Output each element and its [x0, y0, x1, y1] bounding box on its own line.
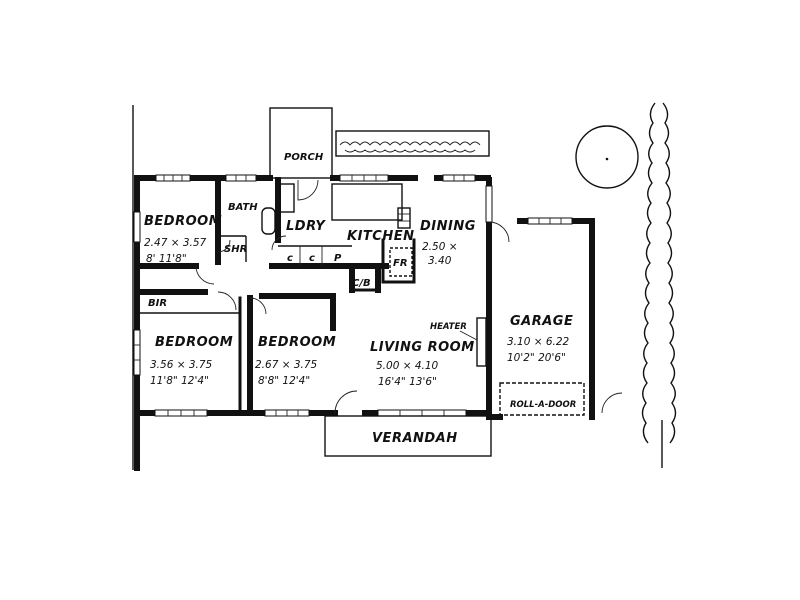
ldry-label: LDRY — [286, 219, 326, 234]
bedroom1-dim-imperial: 8' 11'8" — [146, 253, 187, 265]
cb-label: C/B — [352, 278, 371, 289]
fr-label: FR — [393, 258, 408, 269]
garage-dim-imperial: 10'2" 20'6" — [507, 352, 566, 364]
porch-label: PORCH — [284, 152, 324, 163]
living-label: LIVING ROOM — [370, 340, 475, 355]
dining-label: DINING — [420, 219, 476, 234]
heater-label: HEATER — [430, 322, 467, 332]
bedroom2-label: BEDROOM — [155, 335, 233, 350]
bedroom3-dim-imperial: 8'8" 12'4" — [258, 375, 310, 387]
bedroom3-dim-metric: 2.67 × 3.75 — [255, 359, 318, 371]
tree-icon — [575, 125, 639, 189]
svg-text:c: c — [309, 253, 315, 264]
svg-text:P: P — [334, 253, 342, 264]
shr-label: SHR — [224, 244, 247, 255]
bedroom2-dim-metric: 3.56 × 3.75 — [150, 359, 213, 371]
doors — [195, 179, 623, 414]
bath-label: BATH — [228, 202, 258, 213]
heater-unit — [476, 317, 487, 367]
porch: PORCH — [269, 107, 333, 179]
bedroom1-dim-metric: 2.47 × 3.57 — [144, 237, 207, 249]
roll-door-label: ROLL-A-DOOR — [510, 400, 576, 410]
svg-text:c: c — [287, 253, 293, 264]
bir-label: BIR — [148, 298, 167, 309]
garden-bed — [335, 130, 490, 157]
bedroom3-label: BEDROOM — [258, 335, 336, 350]
verandah-label: VERANDAH — [372, 431, 458, 446]
living-dim-metric: 5.00 × 4.10 — [376, 360, 439, 372]
bedroom1-label: BEDROOM — [144, 214, 222, 229]
dining-dim-a: 2.50 × — [422, 241, 458, 253]
dining-dim-b: 3.40 — [428, 255, 452, 267]
bath-fixtures — [220, 207, 276, 262]
garage-label: GARAGE — [510, 314, 573, 329]
living-dim-imperial: 16'4" 13'6" — [378, 376, 437, 388]
verandah — [324, 415, 492, 457]
kitchen-label: KITCHEN — [347, 229, 414, 244]
garage-dim-metric: 3.10 × 6.22 — [507, 336, 570, 348]
bedroom2-dim-imperial: 11'8" 12'4" — [150, 375, 209, 387]
kitchen-benches: c c P — [278, 183, 413, 277]
hedge-right — [641, 102, 677, 468]
